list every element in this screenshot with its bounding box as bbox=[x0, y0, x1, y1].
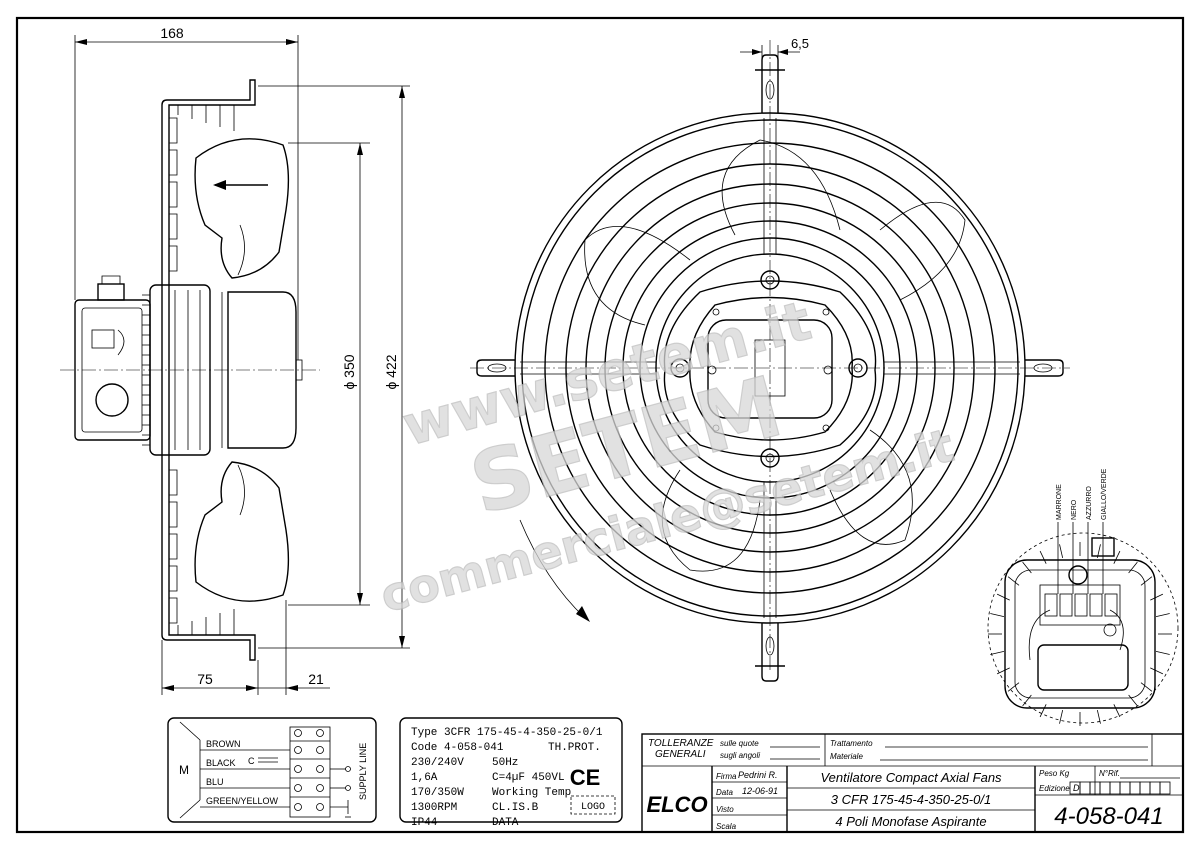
label-azzurro: AZZURRO bbox=[1086, 486, 1093, 520]
dim-75: 75 bbox=[197, 671, 213, 687]
wire-green-yellow: GREEN/YELLOW bbox=[206, 796, 279, 806]
np-voltage: 230/240V bbox=[411, 757, 464, 769]
housing-fin bbox=[1022, 694, 1032, 707]
motor-fins bbox=[142, 290, 201, 450]
wire-black: BLACK bbox=[206, 758, 236, 768]
np-working: Working Temp bbox=[492, 787, 571, 799]
guard-wires-side bbox=[169, 105, 235, 635]
housing-fin bbox=[1022, 561, 1032, 574]
housing-fin bbox=[996, 593, 1010, 601]
tb-edizione-val: D bbox=[1073, 783, 1080, 793]
front-view: 6,5 bbox=[470, 36, 1070, 682]
ce-mark: CE bbox=[570, 765, 601, 790]
housing-fin bbox=[1113, 704, 1121, 718]
side-view bbox=[60, 79, 320, 661]
tb-date: 12-06-91 bbox=[742, 786, 778, 796]
terminal-block bbox=[1044, 593, 1118, 617]
guard-rings bbox=[514, 112, 1026, 624]
tb-data-label: Data bbox=[716, 788, 733, 797]
impeller-blades-front bbox=[584, 139, 966, 572]
np-data: DATA bbox=[492, 817, 519, 829]
housing-fin bbox=[1128, 561, 1138, 574]
np-type: Type 3CFR 175-45-4-350-25-0/1 bbox=[411, 727, 603, 739]
wire-blu: BLU bbox=[206, 777, 224, 787]
tb-nrif: N°Rif. bbox=[1099, 769, 1120, 778]
title-block: TOLLERANZE GENERALI sulle quote sugli an… bbox=[641, 733, 1184, 833]
np-current: 1,6A bbox=[411, 772, 438, 784]
housing-fin bbox=[1155, 613, 1170, 618]
rotation-arrow bbox=[519, 519, 586, 619]
label-giallo-verde: GIALLO/VERDE bbox=[1101, 468, 1108, 520]
housing-fin bbox=[1007, 576, 1020, 586]
tb-generali: GENERALI bbox=[655, 749, 706, 760]
housing-fin bbox=[1155, 650, 1170, 655]
housing-fin bbox=[1059, 544, 1064, 559]
dim-422: ϕ 422 bbox=[383, 354, 399, 389]
nameplate: Type 3CFR 175-45-4-350-25-0/1 Code 4-058… bbox=[399, 717, 623, 829]
np-code: Code 4-058-041 bbox=[411, 742, 504, 754]
tb-title-2: 3 CFR 175-45-4-350-25-0/1 bbox=[831, 792, 991, 807]
np-clis: CL.IS.B bbox=[492, 802, 539, 814]
tb-sugli-angoli: sugli angoli bbox=[720, 751, 760, 760]
np-power: 170/350W bbox=[411, 787, 464, 799]
housing-fin bbox=[996, 667, 1010, 675]
tb-title-3: 4 Poli Monofase Aspirante bbox=[835, 814, 986, 829]
housing-fin bbox=[1128, 694, 1138, 707]
tb-peso: Peso Kg bbox=[1039, 769, 1070, 778]
motor-flange bbox=[663, 280, 877, 458]
housing-fin bbox=[1140, 576, 1153, 586]
housing-fin bbox=[1059, 709, 1064, 724]
mounting-lugs bbox=[476, 54, 1064, 682]
side-dimensions: 168 75 21 ϕ 350 ϕ 422 bbox=[74, 25, 410, 695]
tb-visto: Visto bbox=[716, 805, 734, 814]
capacitor-label: C bbox=[248, 756, 255, 766]
housing-fin bbox=[1096, 709, 1101, 724]
tb-materiale: Materiale bbox=[830, 752, 863, 761]
wiring-diagram: M BROWN BLACK C BLU GREEN/YELLOW SUPPLY … bbox=[167, 717, 377, 823]
np-ip: IP44 bbox=[411, 817, 438, 829]
housing-fin bbox=[1140, 682, 1153, 692]
blade-lower bbox=[194, 461, 290, 602]
motor-symbol: M bbox=[179, 763, 189, 777]
hub bbox=[227, 291, 297, 449]
tb-edizione: Edizione bbox=[1039, 784, 1070, 793]
tb-drawing-number: 4-058-041 bbox=[1054, 803, 1163, 830]
tb-company: ELCO bbox=[646, 792, 707, 817]
tb-trattamento: Trattamento bbox=[830, 739, 873, 748]
housing-fin bbox=[1113, 550, 1121, 564]
housing-fin bbox=[990, 613, 1005, 618]
np-logo: LOGO bbox=[581, 802, 605, 813]
label-nero: NERO bbox=[1071, 499, 1078, 520]
housing-fin bbox=[1039, 550, 1047, 564]
housing-fin bbox=[1007, 682, 1020, 692]
np-thprot: TH.PROT. bbox=[548, 742, 601, 754]
tb-title-1: Ventilatore Compact Axial Fans bbox=[820, 770, 1002, 785]
tb-scala: Scala bbox=[716, 822, 737, 831]
housing-fin bbox=[1150, 667, 1164, 675]
np-rpm: 1300RPM bbox=[411, 802, 457, 814]
np-freq: 50Hz bbox=[492, 757, 518, 769]
terminal-strip bbox=[289, 726, 331, 818]
dim-168: 168 bbox=[160, 25, 184, 41]
tb-sulle-quote: sulle quote bbox=[720, 739, 759, 748]
housing-fin bbox=[1150, 593, 1164, 601]
terminal-detail: MARRONE NERO AZZURRO GIALLO/VERDE bbox=[987, 468, 1179, 726]
housing-fin bbox=[1039, 704, 1047, 718]
tb-firma: Pedrini R. bbox=[738, 770, 778, 780]
tb-tolleranze: TOLLERANZE bbox=[648, 738, 714, 749]
dim-350: ϕ 350 bbox=[341, 354, 357, 389]
dim-6-5: 6,5 bbox=[791, 36, 809, 51]
drawing-frame bbox=[15, 16, 1185, 834]
tb-firma-label: Firma bbox=[716, 772, 737, 781]
supply-line-label: SUPPLY LINE bbox=[358, 743, 368, 800]
blade-upper bbox=[194, 138, 290, 279]
label-marrone: MARRONE bbox=[1056, 484, 1063, 520]
housing-fin bbox=[990, 650, 1005, 655]
wire-brown: BROWN bbox=[206, 739, 241, 749]
watermark: www.setem.it SETEM commerciale@setem.it bbox=[374, 288, 960, 623]
dim-21: 21 bbox=[308, 671, 324, 687]
np-cap: C=4µF 450VL bbox=[492, 772, 565, 784]
